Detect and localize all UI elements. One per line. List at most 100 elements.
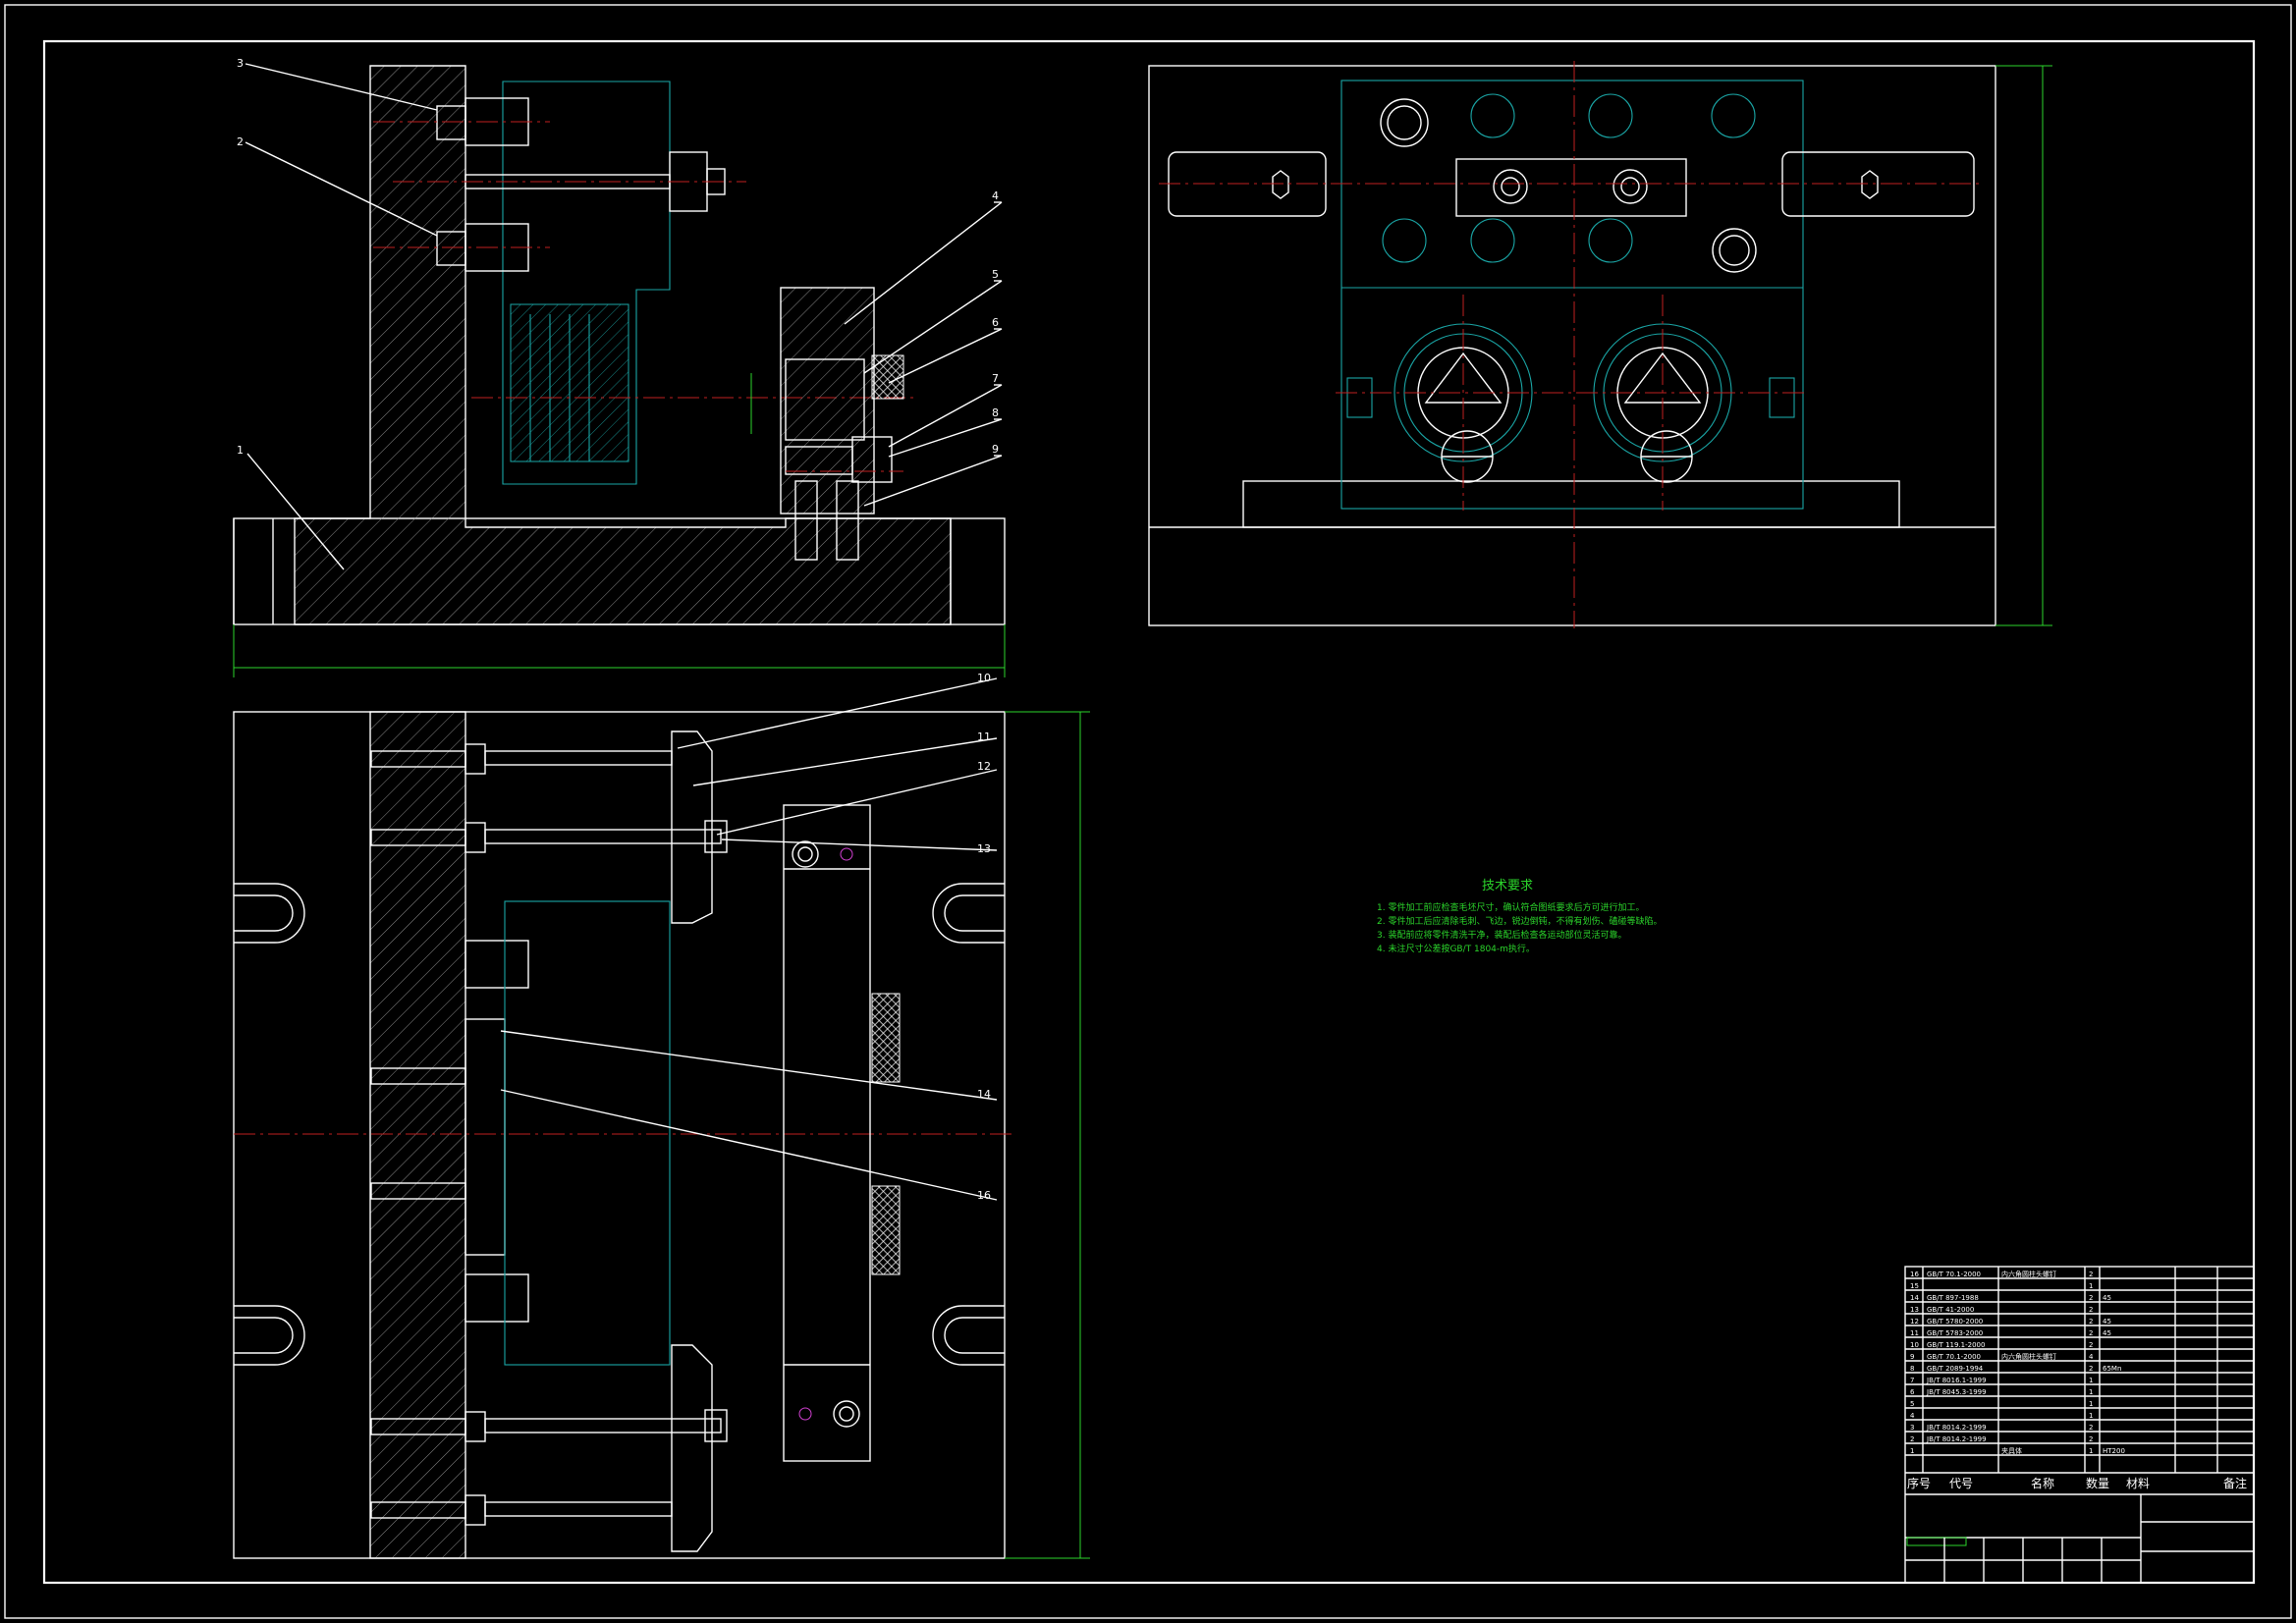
top-view-labels: 10 11 12 13 14 16 [500, 672, 998, 1202]
part-label-8: 8 [992, 406, 999, 419]
bom-material: 45 [2103, 1294, 2111, 1302]
bom-code: GB/T 5783-2000 [1927, 1329, 1983, 1337]
bom-name: 内六角圆柱头螺钉 [2001, 1352, 2056, 1361]
bom-no: 13 [1910, 1306, 1919, 1314]
bom-qty: 2 [2089, 1435, 2093, 1443]
bom-material: 45 [2103, 1318, 2111, 1325]
bom-code: GB/T 2089-1994 [1927, 1365, 1984, 1373]
bom-no: 4 [1910, 1412, 1915, 1420]
part-label-9: 9 [992, 443, 999, 456]
bom-code: JB/T 8014.2-1999 [1926, 1435, 1987, 1443]
bom-row: 6 JB/T 8045.3-1999 1 [1905, 1388, 2254, 1397]
bom-code: JB/T 8014.2-1999 [1926, 1424, 1987, 1432]
front-view-labels: 3 2 1 4 5 6 7 8 9 [237, 57, 1003, 570]
bom-row: 9 GB/T 70.1-2000 内六角圆柱头螺钉 4 [1905, 1352, 2254, 1362]
bom-row: 15 1 [1905, 1282, 2254, 1291]
bom-qty: 2 [2089, 1424, 2093, 1432]
part-label-5: 5 [992, 268, 999, 281]
bom-qty: 2 [2089, 1318, 2093, 1325]
bom-material: 65Mn [2103, 1365, 2121, 1373]
front-view [233, 65, 1006, 677]
bom-no: 10 [1910, 1341, 1919, 1349]
bom-row: 14 GB/T 897-1988 2 45 [1905, 1294, 2254, 1303]
tech-req-line: 1. 零件加工前应检查毛坯尺寸，确认符合图纸要求后方可进行加工。 [1377, 901, 1644, 913]
tech-req-title: 技术要求 [1482, 879, 1533, 893]
part-label-7: 7 [992, 372, 999, 385]
bom-rows: 16 GB/T 70.1-2000 内六角圆柱头螺钉 2 15 1 14 GB/… [1905, 1270, 2254, 1456]
tech-req-line: 4. 未注尺寸公差按GB/T 1804-m执行。 [1377, 943, 1535, 954]
bom-header-name: 名称 [2031, 1476, 2054, 1490]
part-label-6: 6 [992, 316, 999, 329]
side-view [1148, 61, 2052, 628]
bom-row: 7 JB/T 8016.1-1999 1 [1905, 1377, 2254, 1385]
outer-border [4, 4, 2292, 1619]
bom-row: 3 JB/T 8014.2-1999 2 [1905, 1424, 2254, 1433]
bom-no: 7 [1910, 1377, 1914, 1384]
bom-no: 11 [1910, 1329, 1919, 1337]
bom-code: GB/T 70.1-2000 [1927, 1271, 1981, 1278]
bom-no: 12 [1910, 1318, 1919, 1325]
top-view [233, 711, 1090, 1559]
bom-no: 15 [1910, 1282, 1919, 1290]
part-label-11: 11 [977, 730, 991, 743]
bom-row: 2 JB/T 8014.2-1999 2 [1905, 1435, 2254, 1444]
bom-row: 16 GB/T 70.1-2000 内六角圆柱头螺钉 2 [1905, 1270, 2254, 1279]
clamp-block [780, 287, 875, 514]
bom-no: 6 [1910, 1388, 1915, 1396]
part-label-2: 2 [237, 135, 244, 148]
bom-qty: 2 [2089, 1365, 2093, 1373]
part-label-13: 13 [977, 842, 991, 855]
bom-row: 10 GB/T 119.1-2000 2 [1905, 1341, 2254, 1350]
bom-qty: 2 [2089, 1306, 2093, 1314]
bom-qty: 1 [2089, 1282, 2093, 1290]
bom-no: 3 [1910, 1424, 1914, 1432]
bom-material: 45 [2103, 1329, 2111, 1337]
part-label-4: 4 [992, 189, 999, 202]
bom-qty: 2 [2089, 1341, 2093, 1349]
bom-qty: 2 [2089, 1329, 2093, 1337]
bom-code: GB/T 897-1988 [1927, 1294, 1979, 1302]
tech-req-line: 2. 零件加工后应清除毛刺、飞边，锐边倒钝，不得有划伤、磕碰等缺陷。 [1377, 915, 1662, 927]
bom-no: 16 [1910, 1271, 1919, 1278]
bom-code: GB/T 70.1-2000 [1927, 1353, 1981, 1361]
bom-row: 8 GB/T 2089-1994 2 65Mn [1905, 1365, 2254, 1374]
part-label-1: 1 [237, 444, 244, 457]
bom-header-remark: 备注 [2223, 1476, 2247, 1490]
bom-qty: 1 [2089, 1447, 2093, 1455]
bom-header-qty: 数量 [2086, 1476, 2109, 1490]
bom-no: 9 [1910, 1353, 1914, 1361]
bom-qty: 1 [2089, 1412, 2093, 1420]
bom-code: JB/T 8016.1-1999 [1926, 1377, 1987, 1384]
bom-row: 12 GB/T 5780-2000 2 45 [1905, 1318, 2254, 1326]
bom-no: 5 [1910, 1400, 1914, 1408]
bom-qty: 1 [2089, 1377, 2093, 1384]
bom-code: JB/T 8045.3-1999 [1926, 1388, 1987, 1396]
bom-no: 2 [1910, 1435, 1914, 1443]
bom-header-no: 序号 [1907, 1476, 1931, 1490]
bom-code: GB/T 41-2000 [1927, 1306, 1974, 1314]
bom-material: HT200 [2103, 1447, 2125, 1455]
technical-requirements: 技术要求 1. 零件加工前应检查毛坯尺寸，确认符合图纸要求后方可进行加工。 2.… [1377, 879, 1662, 954]
bom-no: 1 [1910, 1447, 1914, 1455]
bom-code: GB/T 5780-2000 [1927, 1318, 1983, 1325]
bom-name: 夹具体 [2001, 1446, 2022, 1455]
part-label-16: 16 [977, 1189, 991, 1202]
bom-row: 13 GB/T 41-2000 2 [1905, 1306, 2254, 1315]
part-label-14: 14 [977, 1088, 991, 1101]
bom-header-code: 代号 [1949, 1477, 1973, 1490]
bom-qty: 4 [2089, 1353, 2094, 1361]
bom-qty: 1 [2089, 1388, 2093, 1396]
bom-row: 1 夹具体 1 HT200 [1905, 1446, 2254, 1456]
bom-qty: 2 [2089, 1294, 2093, 1302]
inner-frame [42, 39, 2256, 1585]
bom-qty: 2 [2089, 1271, 2093, 1278]
part-label-10: 10 [977, 672, 991, 684]
part-label-3: 3 [237, 57, 244, 70]
bom-row: 11 GB/T 5783-2000 2 45 [1905, 1329, 2254, 1338]
bom-no: 8 [1910, 1365, 1914, 1373]
bom-header-material: 材料 [2126, 1477, 2150, 1490]
bom-row: 4 1 [1905, 1412, 2254, 1421]
bom-qty: 1 [2089, 1400, 2093, 1408]
bom-code: GB/T 119.1-2000 [1927, 1341, 1985, 1349]
